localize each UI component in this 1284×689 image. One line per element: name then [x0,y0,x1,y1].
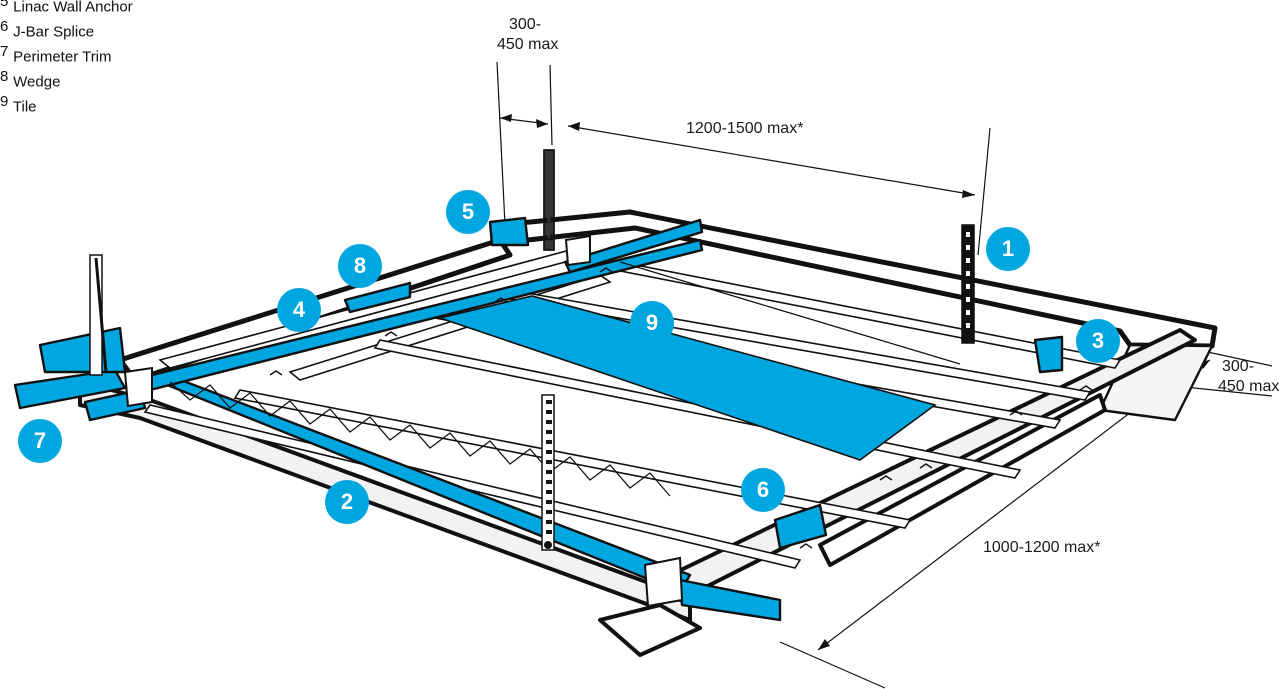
rod-holes [544,232,970,549]
legend-label: Wedge [13,73,61,91]
callout-1-badge: 1 [986,227,1030,271]
callout-7-badge: 7 [18,419,62,463]
legend-item: 8 Wedge [0,67,133,92]
carrier-truss-pattern [169,261,961,497]
top-spacing-line1: 300- [509,16,542,33]
top-spacing-line2: 450 max [497,36,559,53]
top-spacing-dimension: 300- 450 max [497,15,558,55]
legend-item: 9 Tile [0,92,133,117]
legend-item: 6 J-Bar Splice [0,17,133,42]
right-spacing-line1: 300- [1222,358,1255,375]
legend-label: Perimeter Trim [13,48,112,66]
main-span-dimension: 1200-1500 max* [686,120,804,137]
legend-item: 5 Linac Wall Anchor [0,0,133,17]
right-spacing-dimension: 300- 450 max [1218,357,1279,397]
legend-number: 6 [0,18,9,35]
legend: 5 Linac Wall Anchor 6 J-Bar Splice 7 Per… [0,0,133,117]
callout-8-badge: 8 [338,244,382,288]
legend-label: J-Bar Splice [13,23,95,41]
callout-5-badge: 5 [446,190,490,234]
callout-6-badge: 6 [741,468,785,512]
legend-item: 7 Perimeter Trim [0,42,133,67]
callout-9-badge: 9 [630,301,674,345]
legend-number: 8 [0,68,9,85]
legend-label: Linac Wall Anchor [13,0,133,16]
callout-4-badge: 4 [277,288,321,332]
cross-span-dimension: 1000-1200 max* [983,539,1101,556]
legend-number: 7 [0,43,9,60]
clip-marks [269,267,1093,549]
legend-number: 5 [0,0,9,10]
callout-2-badge: 2 [325,480,369,524]
legend-label: Tile [12,98,37,116]
right-spacing-line2: 450 max [1218,378,1280,395]
rod-brackets [123,234,684,608]
legend-number: 9 [0,93,9,110]
tile-panel [437,295,937,461]
callout-3-badge: 3 [1076,319,1120,363]
